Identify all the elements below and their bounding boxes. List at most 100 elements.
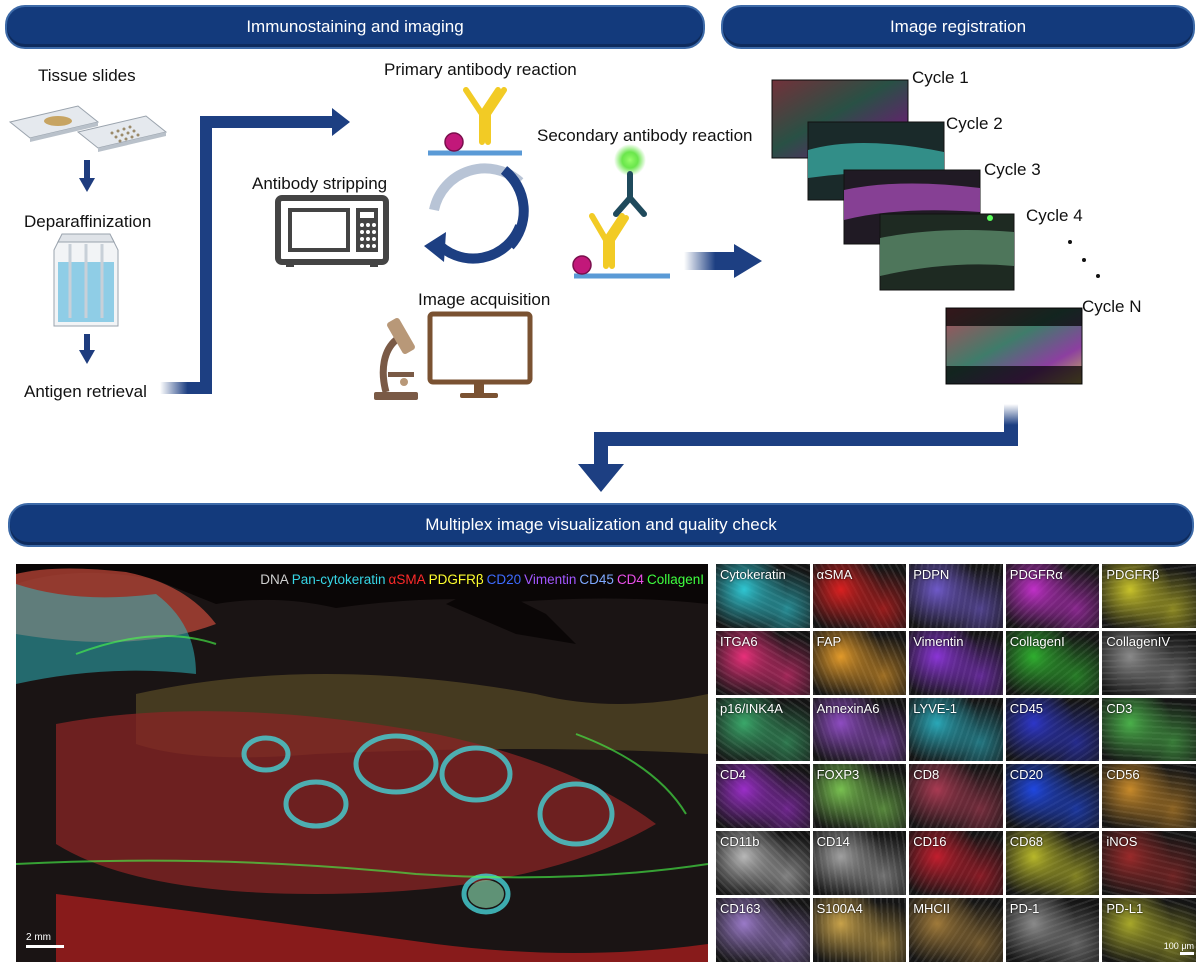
marker-tile: MHCII [909, 898, 1003, 962]
marker-label: CD163 [720, 901, 761, 917]
marker-label: ITGA6 [720, 633, 758, 649]
marker-label: Vimentin [913, 633, 964, 649]
marker-label: AnnexinA6 [816, 700, 880, 716]
marker-tile: CD3 [1102, 697, 1196, 762]
right-arrow-icon [684, 244, 762, 278]
scale-bar-2mm: 2 mm [26, 932, 64, 948]
legend-dna: DNA [260, 572, 289, 587]
label-antigen-retrieval: Antigen retrieval [24, 382, 147, 401]
marker-tile: CD11b [716, 831, 810, 896]
marker-tile: CD68 [1005, 831, 1100, 896]
marker-label: iNOS [1106, 834, 1138, 850]
marker-tile: PD-1 [1005, 898, 1100, 962]
label-cycle-4: Cycle 4 [1026, 206, 1083, 225]
marker-tile: αSMA [812, 564, 907, 628]
grid-scale-bar-label: 100 μm [1163, 941, 1194, 951]
marker-label: PD-1 [1009, 901, 1040, 917]
label-antibody-stripping: Antibody stripping [252, 174, 388, 193]
legend-cd4: CD4 [616, 572, 644, 587]
marker-label: CD68 [1009, 834, 1044, 850]
marker-tile: Cytokeratin [716, 564, 810, 628]
legend-vimentin: Vimentin [524, 572, 577, 587]
marker-tile: PDGFRα [1005, 564, 1100, 628]
marker-label: FOXP3 [816, 767, 860, 783]
marker-label: PDGFRα [1009, 567, 1063, 582]
marker-tile: PDPN [909, 564, 1003, 628]
marker-label: CD11b [720, 834, 760, 850]
label-cycle-n: Cycle N [1082, 297, 1142, 316]
legend-cd20: CD20 [486, 572, 522, 587]
marker-label: CollagenIV [1106, 633, 1170, 649]
marker-label: CD14 [816, 834, 850, 850]
marker-tile: CD14 [812, 831, 907, 896]
legend-pan-cytokeratin: Pan-cytokeratin [291, 572, 386, 587]
label-image-acquisition: Image acquisition [418, 290, 551, 309]
marker-tile: CD16 [909, 831, 1003, 896]
label-secondary-antibody: Secondary antibody reaction [537, 126, 753, 145]
legend-asma: αSMA [388, 572, 426, 587]
marker-tile: Vimentin [909, 630, 1003, 695]
marker-label: CD8 [913, 767, 940, 783]
marker-label: MHCII [913, 901, 951, 917]
marker-tile: PDGFRβ [1102, 564, 1196, 628]
marker-tile: FAP [812, 630, 907, 695]
marker-tile: LYVE-1 [909, 697, 1003, 762]
marker-label: PD-L1 [1106, 901, 1144, 917]
marker-label: LYVE-1 [913, 700, 958, 716]
monitor-icon [427, 311, 533, 398]
marker-label: PDGFRβ [1106, 567, 1160, 582]
workflow-diagram [8, 79, 1100, 492]
legend-pdgfrb: PDGFRβ [428, 572, 484, 587]
label-deparaffinization: Deparaffinization [24, 212, 152, 231]
tissue-slides-icon [8, 105, 168, 152]
marker-label: CD3 [1106, 700, 1133, 716]
marker-label: CollagenI [1009, 633, 1065, 649]
primary-antibody-icon [428, 87, 522, 156]
microscope-icon [374, 318, 418, 400]
down-arrow-icon [79, 160, 95, 364]
marker-tile: CD56 [1102, 764, 1196, 829]
marker-label: CD20 [1009, 767, 1044, 783]
marker-tile: AnnexinA6 [812, 697, 907, 762]
marker-label: S100A4 [816, 901, 863, 917]
banner-image-registration: Image registration [721, 5, 1195, 49]
banner-immunostaining: Immunostaining and imaging [5, 5, 705, 49]
marker-tile: FOXP3 [812, 764, 907, 829]
label-cycle-3: Cycle 3 [984, 160, 1041, 179]
marker-label: CD45 [1009, 700, 1044, 716]
marker-label: CD4 [720, 767, 747, 783]
marker-tile: CD4 [716, 764, 810, 829]
label-cycle-2: Cycle 2 [946, 114, 1003, 133]
marker-tile: CD163 [716, 898, 810, 962]
elbow-arrow-icon [160, 108, 350, 394]
marker-label: CD16 [913, 834, 947, 850]
marker-tile: iNOS [1102, 831, 1196, 896]
marker-tile: CD45 [1005, 697, 1100, 762]
secondary-antibody-icon [572, 144, 670, 279]
marker-label: p16/INK4A [720, 700, 783, 716]
marker-label: FAP [816, 633, 842, 649]
marker-label: PDPN [913, 567, 950, 582]
cycle-images [771, 79, 1100, 385]
marker-tile: CollagenI [1005, 630, 1100, 695]
microwave-icon [275, 195, 389, 267]
scale-bar-100um: 100 μm [1164, 941, 1194, 963]
tissue-overview-art [16, 568, 708, 962]
scale-bar-label: 2 mm [26, 932, 51, 943]
staining-jar-icon [53, 233, 119, 327]
marker-tile: PD-L1 [1102, 898, 1196, 962]
legend-cd45: CD45 [579, 572, 614, 587]
marker-label: αSMA [816, 567, 853, 582]
marker-tile: CollagenIV [1102, 630, 1196, 695]
marker-tile: p16/INK4A [716, 697, 810, 762]
marker-tile: ITGA6 [716, 630, 810, 695]
label-cycle-1: Cycle 1 [912, 68, 969, 87]
return-arrow-icon [578, 404, 1018, 492]
cycle-arrows-icon [424, 163, 529, 264]
label-primary-antibody: Primary antibody reaction [384, 60, 577, 79]
marker-label: CD56 [1106, 767, 1140, 783]
legend-collageni: CollagenI [646, 572, 704, 587]
